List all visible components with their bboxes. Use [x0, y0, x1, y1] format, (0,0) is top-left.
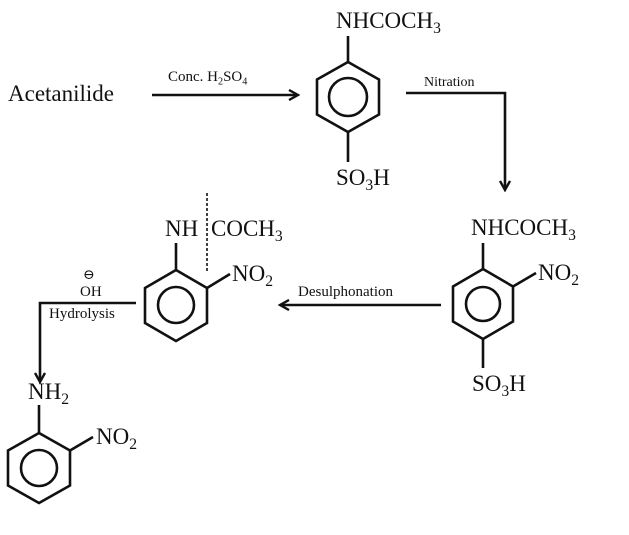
group-text: NO: [232, 261, 266, 286]
step-reagent-oh: OH: [80, 284, 102, 300]
starting-material-label: Acetanilide: [8, 81, 115, 106]
benzene-ring-2: [451, 243, 537, 368]
step-label-desulphonation: Desulphonation: [298, 284, 393, 300]
group-text: SO: [336, 165, 366, 190]
group-sub: 2: [129, 436, 138, 453]
benzene-ring-1: [315, 36, 381, 162]
group-text: NO: [538, 260, 572, 285]
group-text: NO: [96, 424, 130, 449]
group-sub: 2: [61, 391, 70, 408]
reagent-text-1: Conc. H: [168, 69, 218, 85]
compound-3-acetyl-group: COCH3: [211, 216, 283, 244]
compound-3-side-group: NO2: [232, 261, 273, 289]
benzene-ring-4: [6, 405, 94, 505]
group-sub: 2: [571, 272, 580, 289]
benzene-ring-3: [143, 243, 231, 343]
reagent-conc-h2so4: Conc. H2SO4: [168, 69, 248, 88]
group-sub: 3: [433, 20, 441, 37]
reagent-sub-1: 2: [218, 76, 224, 88]
compound-3-nh-group: NH: [165, 216, 199, 241]
group-sub: 3: [365, 177, 374, 194]
group-text: COCH: [211, 216, 275, 241]
hydroxide-charge-icon: ⊖: [83, 268, 95, 283]
step-label-hydrolysis: Hydrolysis: [49, 306, 115, 322]
reagent-sub-2: 4: [242, 76, 248, 88]
compound-2-side-group: NO2: [538, 260, 579, 288]
group-sub: 3: [274, 228, 283, 245]
compound-1-top-group: NHCOCH3: [336, 8, 441, 36]
compound-4-top-group: NH2: [28, 379, 69, 407]
group-sub: 3: [501, 383, 510, 400]
group-text: SO: [472, 371, 502, 396]
reagent-text-2: SO: [223, 69, 243, 85]
step-label-nitration: Nitration: [424, 75, 475, 90]
group-text: NHCOCH: [336, 8, 434, 33]
group-text: NH: [28, 379, 62, 404]
group-sub: 3: [568, 227, 576, 244]
group-text: H: [509, 371, 526, 396]
group-sub: 2: [265, 273, 274, 290]
group-text: NHCOCH: [471, 215, 569, 240]
arrow-hydrolysis: [40, 301, 136, 382]
compound-1-bottom-group: SO3H: [336, 165, 390, 193]
compound-2-top-group: NHCOCH3: [471, 215, 576, 243]
compound-2-bottom-group: SO3H: [472, 371, 526, 399]
group-text: H: [373, 165, 390, 190]
compound-4-side-group: NO2: [96, 424, 137, 452]
arrow-nitration: [406, 91, 505, 190]
